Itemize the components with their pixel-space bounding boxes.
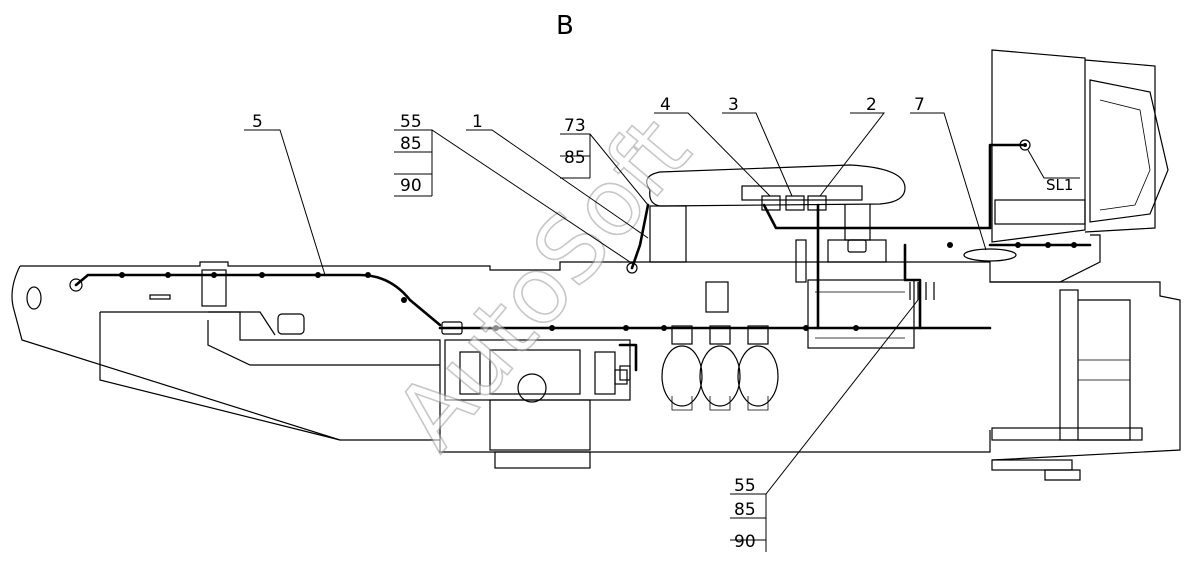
ref-left-0: 55 bbox=[400, 112, 422, 132]
cab-housing bbox=[990, 49, 1181, 481]
callout-sl1: SL1 bbox=[1046, 176, 1073, 194]
ref-left-2: 90 bbox=[400, 176, 422, 196]
accumulators bbox=[661, 281, 779, 411]
callout-2: 2 bbox=[866, 95, 877, 115]
view-label: B bbox=[556, 11, 574, 41]
valve-block bbox=[444, 339, 631, 469]
wiring-harness bbox=[74, 143, 1092, 372]
callout-labels: 5 1 4 3 2 7 SL1 55 85 90 73 85 55 85 90 bbox=[252, 95, 1073, 552]
sensor-sl1-dot bbox=[1023, 143, 1027, 147]
callout-4: 4 bbox=[660, 95, 671, 115]
chassis-frame bbox=[11, 234, 1101, 453]
bracket-7 bbox=[963, 248, 1017, 262]
ref-center-1: 85 bbox=[564, 148, 586, 168]
callout-7: 7 bbox=[914, 95, 925, 115]
ref-bottom-1: 85 bbox=[734, 500, 756, 520]
ref-bottom-2: 90 bbox=[734, 532, 756, 552]
harness-clips bbox=[119, 242, 1077, 331]
watermark: AutoSoft bbox=[375, 98, 711, 469]
ref-bottom-0: 55 bbox=[734, 476, 756, 496]
callout-3: 3 bbox=[728, 95, 739, 115]
sensor-sl1-symbol bbox=[1019, 139, 1031, 151]
console-assembly bbox=[646, 164, 915, 349]
ref-left-1: 85 bbox=[400, 134, 422, 154]
callout-leaders bbox=[244, 112, 1080, 552]
callout-1: 1 bbox=[472, 112, 483, 132]
connectors bbox=[69, 195, 935, 385]
callout-5: 5 bbox=[252, 112, 263, 132]
ref-center-0: 73 bbox=[564, 116, 586, 136]
